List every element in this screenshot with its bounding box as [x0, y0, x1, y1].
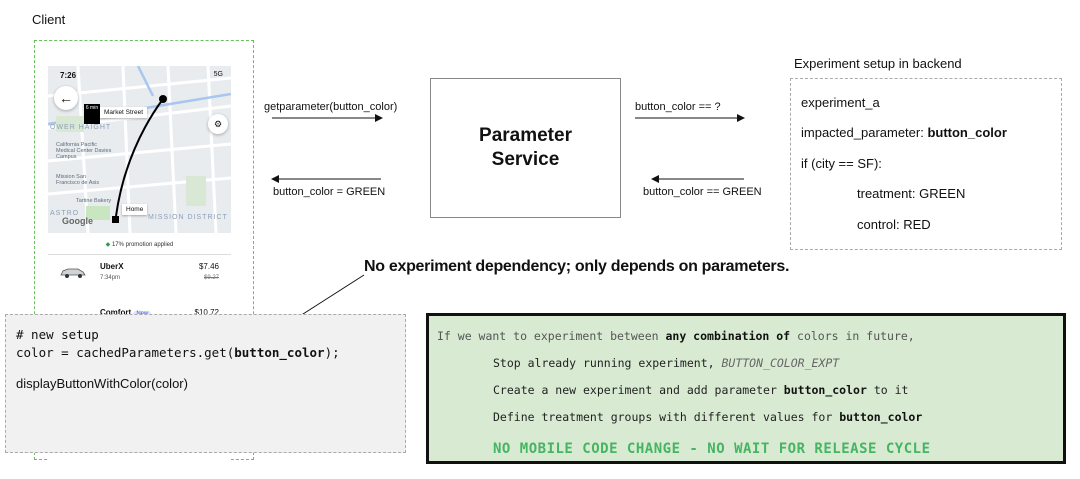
ride-price: $7.46 [198, 262, 219, 271]
arrow-left-icon[interactable]: ← [54, 86, 78, 110]
experiment-treatment: treatment: GREEN [857, 186, 966, 201]
ride-eta: 7:34pm [100, 275, 121, 281]
dependency-note: No experiment dependency; only depends o… [364, 258, 790, 275]
parameter-service-box: Parameter Service [430, 78, 621, 218]
status-time: 7:26 [60, 71, 77, 80]
service-title-line1: Parameter [479, 125, 572, 146]
ride-price: $10.72 [194, 308, 219, 317]
experiment-name: experiment_a [801, 95, 880, 110]
promo-banner: ◆ 17% promotion applied [48, 236, 231, 255]
google-logo: Google [62, 216, 93, 226]
car-icon [60, 268, 86, 278]
street-label: Market Street [100, 107, 148, 118]
map-label: California Pacific Medical Center Davies… [56, 142, 112, 160]
eta-pin: 6 min [84, 104, 100, 124]
service-title-line2: Service [491, 149, 560, 170]
experiment-title: Experiment setup in backend [794, 56, 962, 71]
ride-option-uberx[interactable]: UberX 7:34pm $7.46 $9.27 [48, 258, 231, 290]
code-line-get: color = cachedParameters.get(button_colo… [16, 345, 340, 360]
experiment-control: control: RED [857, 217, 931, 232]
experiment-condition: if (city == SF): [801, 156, 882, 171]
promo-text: 17% promotion applied [111, 242, 174, 248]
map-label: ASTRO [50, 210, 80, 217]
map-label: OWER HAIGHT [50, 124, 112, 131]
client-code-box: # new setup color = cachedParameters.get… [5, 314, 406, 453]
impacted-parameter: impacted_parameter: button_color [801, 125, 1007, 140]
ride-name: Comfort [100, 308, 132, 317]
map-label: Mission San Francisco de Asis [56, 174, 100, 186]
map-label: MISSION DISTRICT [148, 214, 228, 221]
ride-old-price: $9.27 [203, 275, 219, 281]
map-label: Tartine Bakery [76, 198, 112, 204]
future-line-4: Define treatment groups with different v… [493, 410, 923, 424]
tag-icon: ◆ [105, 242, 111, 248]
return-green-label: button_color = GREEN [273, 186, 386, 198]
future-experiments-box: If we want to experiment between any com… [426, 313, 1066, 464]
future-final-line: NO MOBILE CODE CHANGE - NO WAIT FOR RELE… [493, 441, 931, 457]
future-line-2: Stop already running experiment, BUTTON_… [493, 356, 840, 370]
future-line-3: Create a new experiment and add paramete… [493, 383, 909, 397]
map-streets [48, 66, 231, 233]
bug-icon[interactable]: ⚙ [208, 114, 228, 134]
phone-screenshot: 7:26 5G ← 6 min Market Street ⚙ OWER HAI… [48, 66, 231, 460]
status-signal: 5G [213, 71, 223, 78]
query-label: button_color == ? [635, 101, 721, 113]
client-label: Client [32, 12, 66, 27]
future-line-1: If we want to experiment between any com… [437, 329, 915, 343]
home-label: Home [122, 204, 148, 215]
getparameter-label: getparameter(button_color) [264, 101, 398, 113]
answer-label: button_color == GREEN [643, 186, 762, 198]
ride-name: UberX [100, 262, 124, 271]
experiment-box: experiment_a impacted_parameter: button_… [790, 78, 1062, 250]
code-line-display: displayButtonWithColor(color) [16, 376, 188, 391]
code-comment: # new setup [16, 327, 99, 342]
map-view: 7:26 5G ← 6 min Market Street ⚙ OWER HAI… [48, 66, 231, 233]
